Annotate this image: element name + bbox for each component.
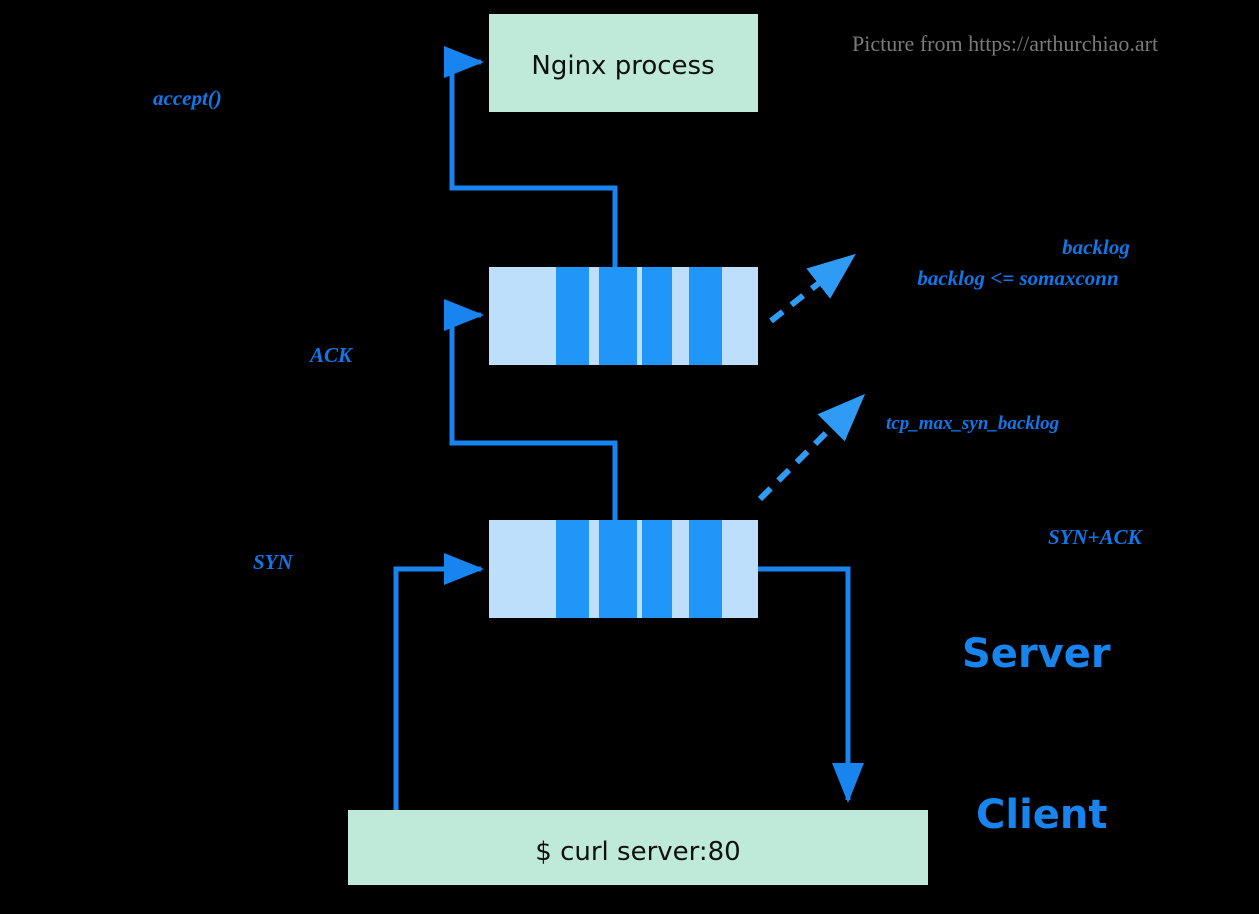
accept-queue-slot [556, 267, 589, 365]
accept-queue [489, 267, 758, 365]
nginx-process-rect [489, 14, 758, 112]
accept-queue-slot [599, 267, 637, 365]
syn-queue-slot [689, 520, 722, 618]
annotation-backlog-rule: backlog <= somaxconn [917, 266, 1118, 290]
annotation-syn: SYN [253, 550, 294, 574]
accept-queue-slot [689, 267, 722, 365]
side-labels: Server Client [962, 631, 1111, 838]
annotations: accept() ACK SYN SYN+ACK backlog backlog… [153, 86, 1144, 574]
annotation-syn-ack: SYN+ACK [1048, 525, 1144, 549]
annotation-backlog: backlog [1062, 235, 1130, 259]
flow-ack [443, 298, 618, 520]
nginx-process-box: Nginx process [489, 14, 758, 112]
pointer-tcp-max-syn-backlog [757, 393, 866, 502]
client-shell-rect [348, 810, 928, 885]
flow-accept [443, 45, 618, 267]
nginx-process-label: Nginx process [531, 51, 714, 81]
label-client: Client [976, 792, 1108, 838]
annotation-ack: ACK [308, 343, 354, 367]
pointer-backlog [769, 253, 856, 324]
annotation-accept: accept() [153, 86, 222, 110]
flow-syn [393, 552, 484, 810]
client-shell-box: $ curl server:80 [348, 810, 928, 885]
syn-queue [489, 520, 758, 618]
label-server: Server [962, 631, 1111, 677]
flow-syn-ack [758, 566, 865, 803]
syn-queue-slot [599, 520, 637, 618]
client-shell-label: $ curl server:80 [535, 837, 740, 867]
syn-queue-slot [556, 520, 589, 618]
watermark-credit: Picture from https://arthurchiao.art [852, 31, 1158, 56]
annotation-tcp-max-syn-backlog: tcp_max_syn_backlog [886, 413, 1059, 434]
flow-connectors [393, 45, 866, 810]
accept-queue-slot [642, 267, 672, 365]
syn-queue-slot [642, 520, 672, 618]
